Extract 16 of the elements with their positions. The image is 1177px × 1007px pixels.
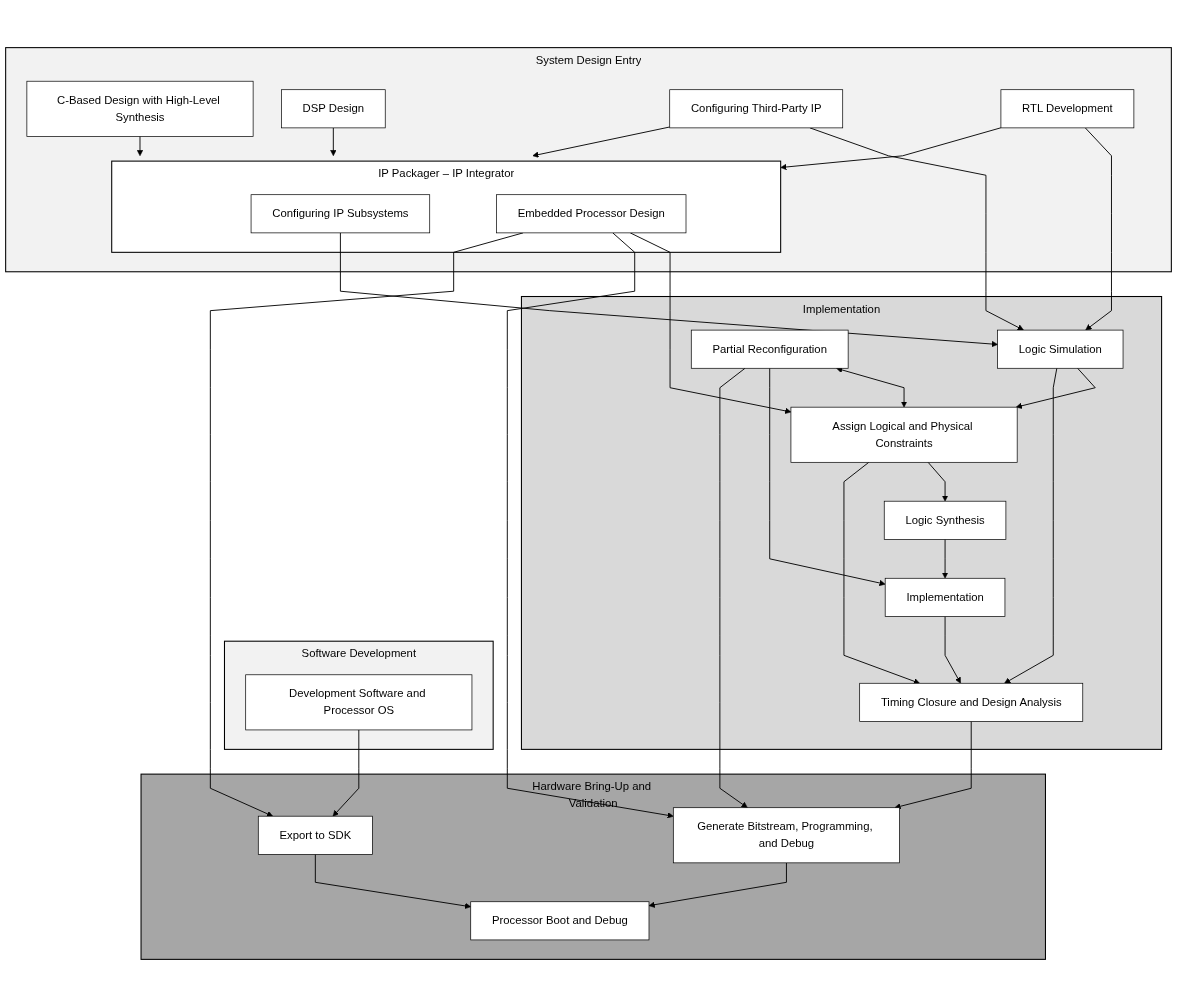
node-box: Implementation: [884, 577, 1006, 617]
node-box: RTL Development: [1000, 89, 1135, 129]
node-box: Embedded Processor Design: [496, 194, 687, 234]
node-box: Configuring IP Subsystems: [250, 194, 431, 234]
node-box: Assign Logical and Physical Constraints: [790, 406, 1018, 463]
node-box: C-Based Design with High-Level Synthesis: [26, 80, 254, 137]
node-box: Export to SDK: [257, 815, 373, 855]
node-box: Partial Reconfiguration: [690, 329, 849, 369]
node-box: Timing Closure and Design Analysis: [859, 682, 1084, 722]
node-box: Logic Synthesis: [883, 500, 1007, 540]
node-box: Processor Boot and Debug: [470, 901, 650, 941]
node-box: Logic Simulation: [997, 329, 1124, 369]
node-box: Development Software and Processor OS: [245, 674, 473, 731]
node-box: Configuring Third-Party IP: [669, 89, 844, 129]
node-box: Generate Bitstream, Programming, and Debug: [672, 807, 900, 864]
node-box: DSP Design: [281, 89, 386, 129]
